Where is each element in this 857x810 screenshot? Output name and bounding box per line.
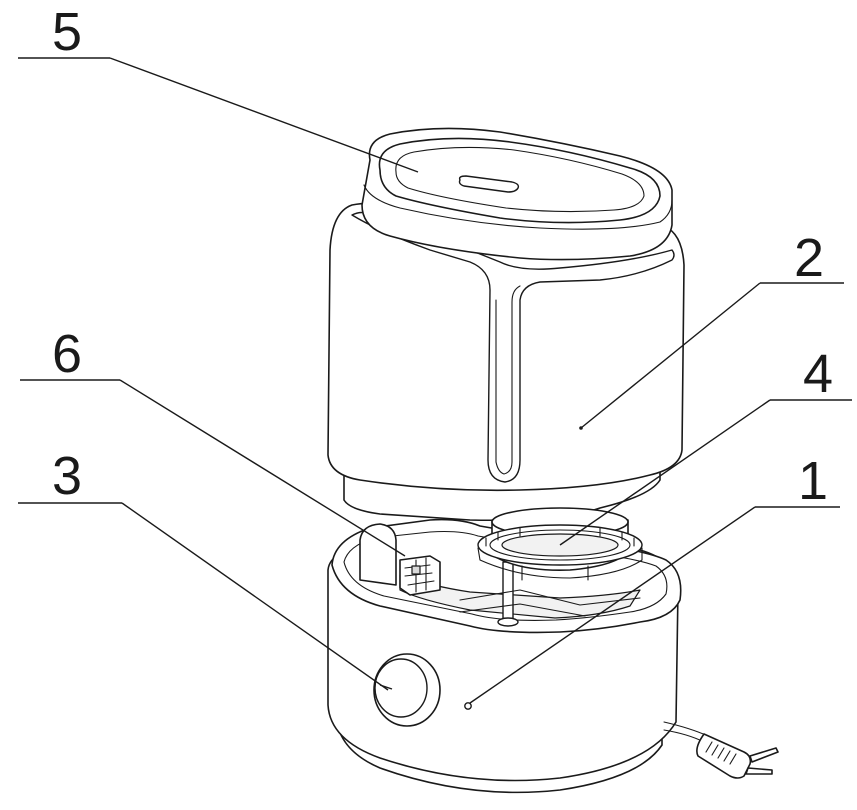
base-channel [459, 589, 641, 606]
lid-slot [458, 175, 520, 193]
plug-grip [705, 741, 737, 765]
transducer-ring-lower [477, 547, 643, 579]
transducer-assembly [477, 507, 643, 581]
lid-rim-line [363, 184, 673, 230]
callout-2-leader [580, 282, 761, 429]
callout-5-leader [109, 57, 419, 173]
float-tube-base [497, 617, 519, 627]
slot-fin [359, 523, 397, 586]
transducer-legs [521, 565, 589, 581]
callout-6: 6 [52, 324, 82, 384]
callout-2: 2 [794, 228, 824, 288]
lid-top [378, 137, 661, 224]
slot-block-port [411, 565, 421, 575]
base-basin [399, 574, 641, 619]
callout-5: 5 [52, 2, 82, 62]
indicator-light [464, 702, 472, 710]
control-knob [373, 653, 441, 727]
top-lid [361, 127, 673, 261]
knob-face [374, 658, 428, 718]
transducer-teeth [485, 527, 635, 547]
callout-4-leader [559, 399, 771, 546]
callout-1-leader [469, 506, 756, 704]
callout-1: 1 [798, 451, 828, 511]
callout-leaders [18, 57, 852, 704]
plug-body [696, 733, 752, 779]
plug-prong-2 [745, 767, 773, 775]
callout-numbers: 5 2 6 4 3 1 [52, 2, 833, 511]
transducer-ring-inner [489, 529, 631, 561]
water-tank [327, 202, 685, 522]
control-slot-assembly [359, 523, 441, 596]
lid-top-inner [395, 146, 645, 213]
slot-block [399, 555, 441, 596]
callout-2-dot [579, 426, 583, 430]
base-rim-inner [343, 530, 668, 621]
callout-3: 3 [52, 446, 82, 506]
base-channel-2 [459, 603, 586, 617]
tank-groove-inner [495, 285, 521, 475]
plug-prong-1 [749, 747, 779, 763]
callout-3-leader [121, 502, 389, 691]
callout-6-leader [119, 379, 406, 557]
power-cord [663, 721, 779, 779]
callout-4: 4 [803, 344, 833, 404]
